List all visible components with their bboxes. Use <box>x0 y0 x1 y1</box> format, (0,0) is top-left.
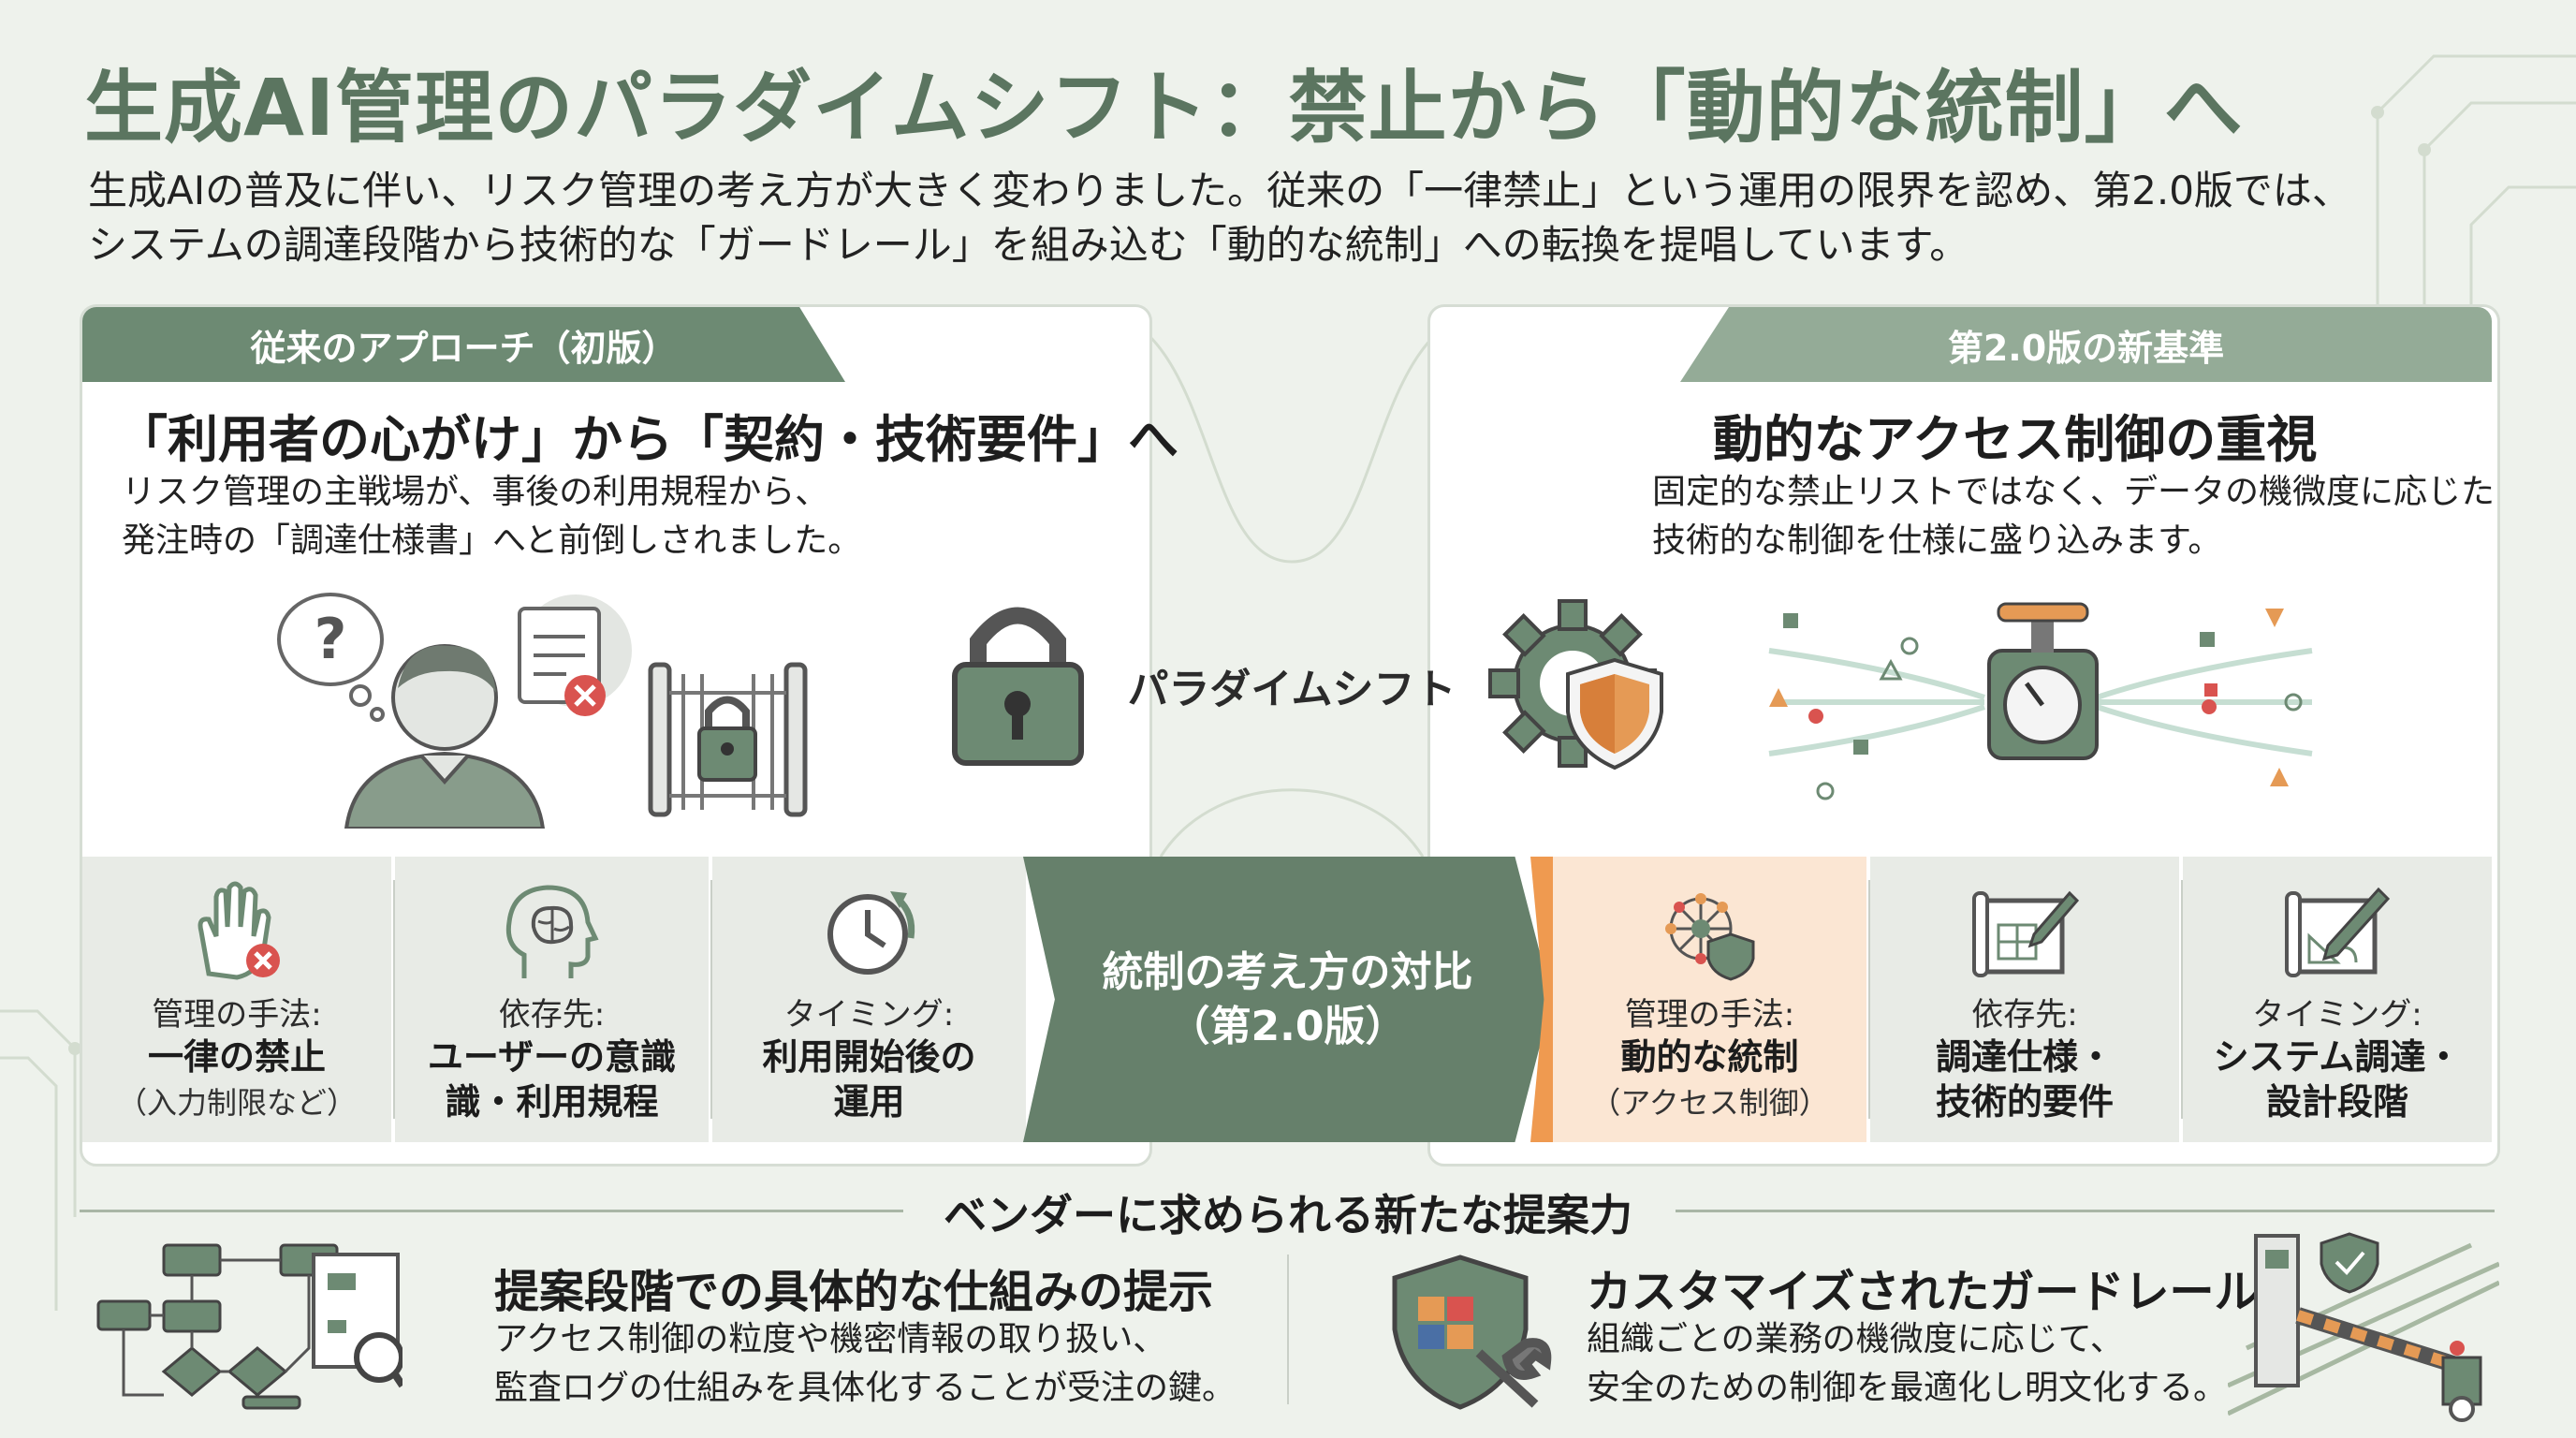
vendor-divider <box>1287 1255 1289 1404</box>
paradigm-shift-label: パラダイムシフト <box>1127 666 1456 713</box>
blueprint-pencil-icon <box>1972 890 2080 977</box>
gear-shield-icon <box>1488 599 1663 770</box>
right-panel-tab: 第2.0版の新基準 <box>1680 307 2492 382</box>
vendor-item-2-desc-2: 安全のための制御を最適化し明文化する。 <box>1587 1369 2228 1407</box>
new-timing-value-2: 設計段階 <box>2265 1081 2408 1123</box>
vendor-title-line-left <box>80 1210 903 1212</box>
old-method-value: 一律の禁止 <box>147 1036 326 1078</box>
flowchart-icon <box>96 1243 402 1410</box>
old-timing-value-1: 利用開始後の <box>762 1036 976 1078</box>
old-dependency-value-1: ユーザーの意識 <box>427 1036 677 1078</box>
old-timing-cell: タイミング: 利用開始後の 運用 <box>712 857 1026 1142</box>
vendor-item-2-desc-1: 組織ごとの業務の機微度に応じて、 <box>1587 1320 2124 1358</box>
comparison-arrow-line-2: （第2.0版） <box>1168 1002 1407 1050</box>
svg-text:?: ? <box>315 607 347 672</box>
comparison-arrow-line-1: 統制の考え方の対比 <box>1102 947 1473 996</box>
old-method-note: （入力制限など） <box>116 1085 357 1121</box>
vendor-item-2-heading: カスタマイズされたガードレール <box>1587 1266 2260 1318</box>
vendor-item-1-heading: 提案段階での具体的な仕組みの提示 <box>494 1266 1214 1318</box>
network-shield-icon <box>1664 893 1754 981</box>
drafting-pencil-icon <box>2285 887 2391 977</box>
new-method-note: （アクセス制御） <box>1590 1085 1829 1121</box>
padlock-icon <box>952 607 1084 766</box>
shield-wrench-icon <box>1392 1255 1552 1410</box>
left-desc-line-1: リスク管理の主戦場が、事後の利用規程から、 <box>122 473 829 511</box>
left-panel-tab: 従来のアプローチ（初版） <box>82 307 845 382</box>
old-timing-label: タイミング: <box>783 996 955 1034</box>
right-desc-line-1: 固定的な禁止リストではなく、データの機微度に応じた <box>1652 473 2496 511</box>
new-method-label: 管理の手法: <box>1624 996 1795 1034</box>
strip-divider <box>710 880 712 1119</box>
hand-stop-icon <box>198 881 280 980</box>
old-method-label: 管理の手法: <box>152 996 322 1034</box>
vendor-item-1-desc-1: アクセス制御の粒度や機密情報の取り扱い、 <box>494 1320 1167 1358</box>
strip-divider <box>393 880 395 1119</box>
guardrail-barrier-icon <box>2228 1232 2499 1422</box>
new-dependency-cell: 依存先: 調達仕様・ 技術的要件 <box>1870 857 2179 1142</box>
old-dependency-label: 依存先: <box>498 996 606 1034</box>
intro-line-1: 生成AIの普及に伴い、リスク管理の考え方が大きく変わりました。従来の「一律禁止」… <box>88 168 2351 213</box>
new-method-value: 動的な統制 <box>1620 1036 1799 1078</box>
new-method-cell: 管理の手法: 動的な統制 （アクセス制御） <box>1553 857 1866 1142</box>
new-dependency-value-2: 技術的要件 <box>1935 1081 2114 1123</box>
new-timing-value-1: システム調達・ <box>2213 1036 2462 1078</box>
right-desc-line-2: 技術的な制御を仕様に盛り込みます。 <box>1652 521 2222 560</box>
new-timing-label: タイミング: <box>2252 996 2422 1034</box>
comparison-center-arrow: 統制の考え方の対比 （第2.0版） <box>1023 857 1552 1142</box>
strip-divider <box>2181 880 2183 1119</box>
old-timing-value-2: 運用 <box>833 1081 905 1123</box>
old-dependency-cell: 依存先: ユーザーの意識 識・利用規程 <box>395 857 709 1142</box>
left-desc-line-2: 発注時の「調達仕様書」へと前倒しされました。 <box>122 521 862 560</box>
vendor-section-title: ベンダーに求められる新たな提案力 <box>944 1190 1632 1240</box>
strip-divider <box>1868 880 1870 1119</box>
new-dependency-label: 依存先: <box>1971 996 2078 1034</box>
right-heading: 動的なアクセス制御の重視 <box>1713 410 2318 469</box>
locked-gate-icon <box>648 662 808 817</box>
old-dependency-value-2: 識・利用規程 <box>445 1081 659 1123</box>
vendor-item-1-desc-2: 監査ログの仕組みを具体化することが受注の鍵。 <box>494 1369 1237 1407</box>
left-heading: 「利用者の心がけ」から「契約・技術要件」へ <box>117 410 1178 469</box>
new-dependency-value-1: 調達仕様・ <box>1935 1036 2114 1078</box>
old-method-cell: 管理の手法: 一律の禁止 （入力制限など） <box>82 857 391 1142</box>
clock-icon <box>827 891 915 975</box>
page-title: 生成AI管理のパラダイムシフト：禁止から「動的な統制」へ <box>84 62 2244 154</box>
person-question-illustration: ? <box>277 593 632 829</box>
head-brain-icon <box>505 885 599 978</box>
intro-line-2: システムの調達段階から技術的な「ガードレール」を組み込む「動的な統制」への転換を… <box>88 222 1969 268</box>
new-timing-cell: タイミング: システム調達・ 設計段階 <box>2183 857 2492 1142</box>
vendor-title-line-right <box>1676 1210 2495 1212</box>
data-valve-illustration <box>1768 602 2313 800</box>
